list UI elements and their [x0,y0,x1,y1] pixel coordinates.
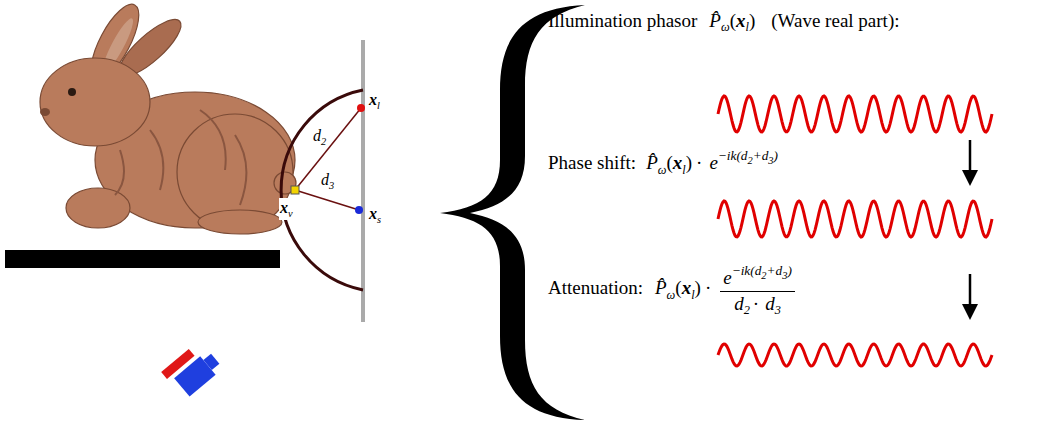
caption-text: Phase shift: [548,152,636,173]
relay-wall [361,40,365,322]
path-line [295,108,361,190]
formula-run: Phase shift:P̂ω(xl)·e−ik(d2+d3) [548,152,778,173]
caption-text: ( [730,10,736,31]
math-subscript: 3 [329,180,334,191]
math-superscript: −ik(d [718,148,748,163]
vector-symbol: x [280,199,288,216]
label-group: Attenuation:P̂ω(xl)·e−ik(d2+d3)d2·d3 [548,263,795,318]
camera-icon [161,340,223,400]
formula-run: xs [369,205,381,222]
label-group: d2 [313,126,326,148]
vector-symbol: x [736,10,746,31]
math-superscript: +d [753,148,769,163]
math-superscript: −ik(d [732,263,762,278]
math-symbol: e [723,267,731,288]
formula-run: d3 [321,171,334,188]
voxel-marker [291,186,299,194]
math-subscript: 2 [321,136,326,147]
math-symbol: P̂ [646,152,658,173]
caption-text: ) [695,277,701,298]
caption-text: ) [749,10,755,31]
curly-brace [440,5,585,420]
formula-run: xl [369,91,380,108]
fraction: e−ik(d2+d3)d2·d3 [720,263,795,318]
sensor-point [355,206,363,214]
math-subscript: ω [658,163,667,177]
fraction-denominator: d2·d3 [720,292,795,318]
wave-curve [718,96,992,132]
math-symbol: d [765,293,775,314]
caption-text: Illumination phasor [548,10,697,31]
math-subscript: s [377,214,381,225]
bunny-figure [40,0,296,234]
formula-run: Illumination phasor P̂ω(xl) (Wave real par… [548,10,900,31]
math-subscript: ω [667,288,676,302]
math-symbol: P̂ [709,10,721,31]
math-subscript: l [746,20,749,34]
math-symbol: e [709,152,717,173]
math-subscript: 2 [744,303,750,317]
math-operator: · [696,152,702,173]
formula-run: Attenuation:P̂ω(xl)· [548,277,714,298]
math-subscript: ω [721,20,730,34]
wave-curve [718,344,992,366]
math-superscript: ) [787,263,791,278]
math-subscript: v [288,208,293,219]
label-group: Phase shift:P̂ω(xl)·e−ik(d2+d3) [548,148,778,177]
formula-run: d2 [313,127,326,144]
caption-text: ( [666,152,672,173]
formula-run: xv [280,199,293,216]
math-subscript: 3 [775,303,781,317]
math-operator: · [753,293,759,314]
math-symbol: P̂ [655,277,667,298]
light-point [357,104,365,112]
math-superscript: +d [767,263,783,278]
fraction-numerator: e−ik(d2+d3) [720,263,795,292]
caption-text: ( [675,277,681,298]
caption-text: ) [686,152,692,173]
math-subscript: 3 [782,270,787,281]
caption-text: Attenuation: [548,277,643,298]
math-subscript: 3 [768,155,773,166]
label-group: Illumination phasor P̂ω(xl) (Wave real par… [548,10,900,35]
vector-symbol: x [682,277,692,298]
vector-symbol: x [673,152,683,173]
math-subscript: 2 [761,270,766,281]
vector-symbol: x [369,205,377,222]
path-line [295,190,359,210]
math-superscript: ) [774,148,778,163]
wavefront-arc [281,90,363,290]
label-group: d3 [321,170,334,192]
vector-symbol: x [369,91,377,108]
wave-curve [718,201,992,237]
caption-text: (Wave real part): [771,10,899,31]
floor-bar [5,250,280,268]
label-group: xs [369,204,381,226]
math-subscript: l [691,288,694,302]
math-subscript: 2 [747,155,752,166]
down-arrow [962,140,978,186]
label-group: xl [369,90,380,112]
math-subscript: l [682,163,685,177]
math-symbol: d [734,293,744,314]
math-symbol: d [321,171,329,188]
down-arrow [962,274,978,320]
math-symbol: d [313,127,321,144]
label-group: xv [279,198,294,220]
math-operator: · [705,277,711,298]
math-subscript: l [377,100,380,111]
